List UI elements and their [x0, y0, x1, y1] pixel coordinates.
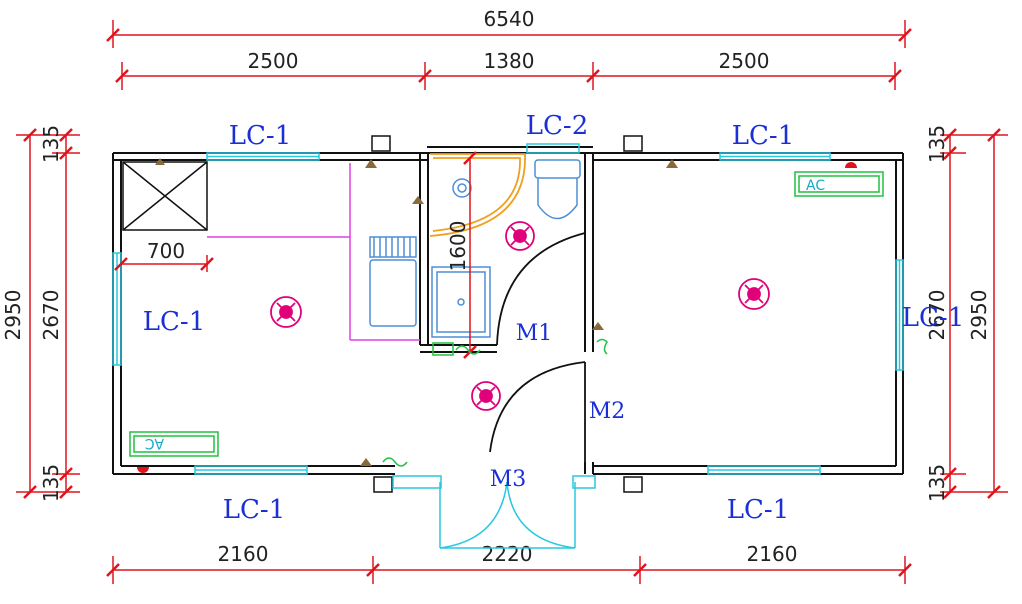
ac-units	[129, 171, 884, 457]
bottom-dimensions	[106, 556, 912, 584]
dim-left-outer: 2950	[1, 290, 25, 341]
dim-bottom-mid: 2220	[482, 542, 533, 566]
right-dimensions	[940, 128, 1008, 499]
green-fixtures	[382, 338, 608, 467]
left-dimensions	[16, 128, 80, 499]
light-icon	[738, 278, 770, 310]
label-door-m3: M3	[490, 467, 527, 492]
wardrobe-x	[122, 161, 208, 231]
dim-top-total: 6540	[484, 7, 535, 31]
kitchen-counter	[369, 236, 417, 327]
ceiling-lights	[270, 221, 770, 411]
dim-left-top: 135	[39, 125, 63, 163]
ac-left-label: AC	[145, 435, 164, 451]
wall-posts	[371, 135, 643, 493]
light-icon	[505, 221, 535, 251]
dim-1600: 1600	[446, 221, 470, 272]
label-window-left: LC-1	[143, 307, 206, 337]
bath-fixtures	[431, 159, 581, 338]
cabinet-outline	[207, 163, 420, 341]
windows	[112, 143, 904, 475]
ac-right-label: AC	[806, 178, 825, 194]
dim-left-inner: 2670	[39, 290, 63, 341]
top-dimensions	[106, 20, 912, 90]
light-icon	[471, 381, 501, 411]
label-window-bottom-right: LC-1	[727, 495, 790, 525]
dim-700-line	[114, 255, 214, 272]
dim-top-left: 2500	[248, 49, 299, 73]
dim-right-top: 135	[925, 125, 949, 163]
dim-bottom-right: 2160	[747, 542, 798, 566]
socket-symbols	[155, 158, 678, 466]
dim-top-mid: 1380	[484, 49, 535, 73]
walls	[112, 146, 904, 475]
dim-700: 700	[147, 239, 185, 263]
switch-symbols	[137, 162, 857, 473]
label-window-bottom-left: LC-1	[223, 495, 286, 525]
label-window-top-mid: LC-2	[526, 111, 589, 141]
dim-top-right: 2500	[719, 49, 770, 73]
dim-right-outer: 2950	[967, 290, 991, 341]
dim-right-inner: 2670	[925, 290, 949, 341]
label-window-right: LC-1	[902, 303, 965, 333]
label-window-top-left: LC-1	[229, 121, 292, 151]
label-door-m2: M2	[589, 399, 626, 424]
dim-bottom-left: 2160	[218, 542, 269, 566]
dim-left-bottom: 135	[39, 464, 63, 502]
interior-doors	[489, 232, 586, 462]
label-window-top-right: LC-1	[732, 121, 795, 151]
dim-right-bottom: 135	[925, 464, 949, 502]
label-door-m1: M1	[516, 321, 553, 346]
shower-area	[429, 153, 526, 237]
front-door-m3	[392, 475, 596, 549]
light-icon	[270, 296, 302, 328]
